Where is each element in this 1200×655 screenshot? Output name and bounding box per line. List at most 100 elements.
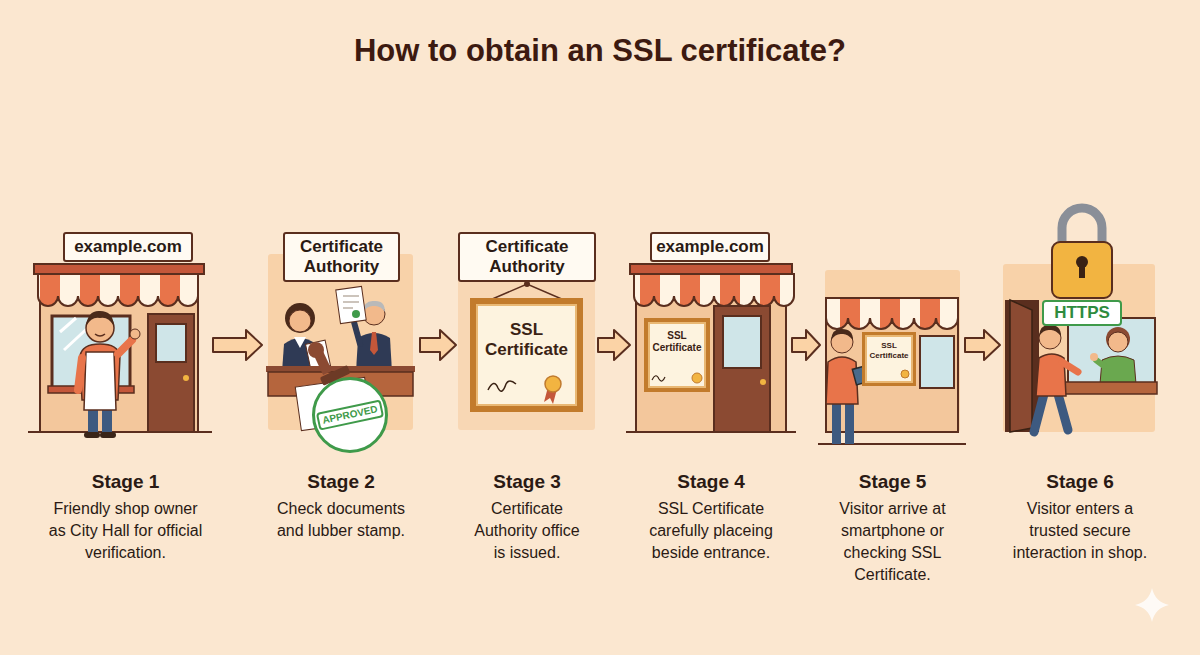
stage-caption: Stage 3 Certificate Authority office is i…: [471, 470, 583, 564]
clerk-shirt: [1100, 356, 1136, 384]
ssl-certificate: SSL Certificate: [470, 298, 583, 412]
shop-roof: [630, 264, 792, 274]
sign-text: example.com: [74, 237, 182, 257]
clerk-head: [289, 310, 311, 332]
stage-caption: Stage 5 Visitor arrive at smartphone or c…: [833, 470, 953, 586]
visitor-shirt: [826, 357, 858, 404]
stage-label: Stage 5: [833, 470, 953, 494]
visitor-leg: [832, 400, 841, 444]
stage-label: Stage 6: [1008, 470, 1153, 494]
certificate-text: SSL Certificate: [648, 330, 706, 354]
signboard: Certificate Authority: [458, 232, 596, 282]
walker-hair: [1039, 325, 1061, 336]
clerk-arm: [1096, 360, 1104, 366]
signature: [652, 376, 665, 381]
signboard: example.com: [63, 232, 193, 262]
stage-panel: Stage 5 Visitor arrive at smartphone or c…: [820, 225, 965, 595]
visitor-leg: [845, 400, 854, 444]
owner-arm: [78, 358, 82, 390]
stamp-handle: [314, 351, 332, 375]
shop-door: [714, 306, 770, 432]
medal: [545, 376, 561, 392]
https-text: HTTPS: [1054, 303, 1110, 323]
shop-roof: [34, 264, 204, 274]
officer-hair: [363, 301, 385, 312]
stage-label: Stage 2: [266, 470, 416, 494]
stage-label: Stage 4: [641, 470, 781, 494]
ground-line: [626, 431, 796, 433]
awning: [634, 274, 794, 306]
approval-stamp: APPROVED: [312, 377, 388, 453]
shop-door: [148, 314, 194, 432]
document: [336, 286, 366, 323]
ground-line: [28, 431, 212, 433]
flow-arrow: [213, 330, 262, 360]
certificate-text: SSL Certificate: [476, 320, 577, 360]
owner-hair: [86, 311, 114, 326]
clerk-hair: [1106, 327, 1130, 351]
stage-description: SSL Certificate carefully placeing besid…: [641, 498, 781, 564]
stage-caption: Stage 2 Check documents and lubber stamp.: [266, 470, 416, 542]
keyhole: [1079, 264, 1085, 278]
flow-arrow: [792, 330, 820, 360]
check-seal: [352, 310, 360, 318]
owner-smile: [95, 334, 105, 336]
counter: [1064, 382, 1157, 394]
flow-arrow: [420, 330, 456, 360]
stage-label: Stage 3: [471, 470, 583, 494]
visitor-hair: [831, 329, 853, 340]
signboard: example.com: [650, 232, 770, 262]
service-window: [1068, 318, 1155, 384]
stage-panel: Stage 3 Certificate Authority office is i…: [456, 225, 598, 595]
stage-description: Visitor enters a trusted secure interact…: [1008, 498, 1153, 564]
stage-caption: Stage 6 Visitor enters a trusted secure i…: [1008, 470, 1153, 564]
stage-caption: Stage 4 SSL Certificate carefully placein…: [641, 470, 781, 564]
owner-shoe: [84, 432, 100, 438]
sign-text: Certificate Authority: [460, 237, 594, 277]
stage-description: Check documents and lubber stamp.: [266, 498, 416, 542]
medal: [901, 370, 909, 378]
owner-arm: [118, 340, 132, 354]
door-knob: [183, 375, 189, 381]
door-knob: [760, 379, 766, 385]
document-lines: [343, 296, 359, 308]
door-window: [156, 324, 186, 362]
clerk-hand: [1090, 353, 1098, 361]
flow-arrow: [965, 330, 1000, 360]
stage-caption: Stage 1Friendly shop owner as City Hall …: [46, 470, 206, 564]
stage-panel: Stage 6 Visitor enters a trusted secure i…: [1000, 225, 1160, 595]
officer-arm: [354, 322, 360, 344]
desk-top: [266, 366, 415, 372]
owner-apron: [84, 352, 116, 410]
awning: [826, 298, 958, 329]
document: [306, 340, 331, 370]
officer-tie: [370, 332, 378, 355]
signboard: Certificate Authority: [283, 232, 400, 282]
sign-text: Certificate Authority: [285, 237, 398, 277]
stage-description: Certificate Authority office is issued.: [471, 498, 583, 564]
stage-panel: Stage 1Friendly shop owner as City Hall …: [38, 225, 213, 595]
owner-shoe: [100, 432, 116, 438]
door-window: [723, 316, 761, 368]
stamp-knob: [308, 342, 324, 358]
stamp-base: [320, 365, 351, 386]
stage-panel: Stage 4 SSL Certificate carefully placein…: [630, 225, 792, 595]
open-door: [1010, 300, 1032, 432]
stage-description: Visitor arrive at smartphone or checking…: [833, 498, 953, 586]
ssl-certificate: SSL Certificate: [644, 318, 710, 392]
diagram-title: How to obtain an SSL certificate?: [0, 32, 1200, 70]
stage-panel: Stage 2 Check documents and lubber stamp.…: [262, 225, 420, 595]
owner-hand: [130, 329, 140, 339]
medal-ribbon: [544, 387, 557, 404]
walker-leg: [1034, 394, 1044, 432]
sign-text: example.com: [656, 237, 764, 257]
awning: [38, 274, 198, 306]
clerk-collar: [294, 337, 306, 348]
walker-arm: [1062, 362, 1078, 372]
https-badge: HTTPS: [1042, 300, 1122, 326]
walker-leg: [1058, 394, 1068, 430]
medal: [692, 373, 702, 383]
padlock-shackle: [1062, 208, 1102, 245]
